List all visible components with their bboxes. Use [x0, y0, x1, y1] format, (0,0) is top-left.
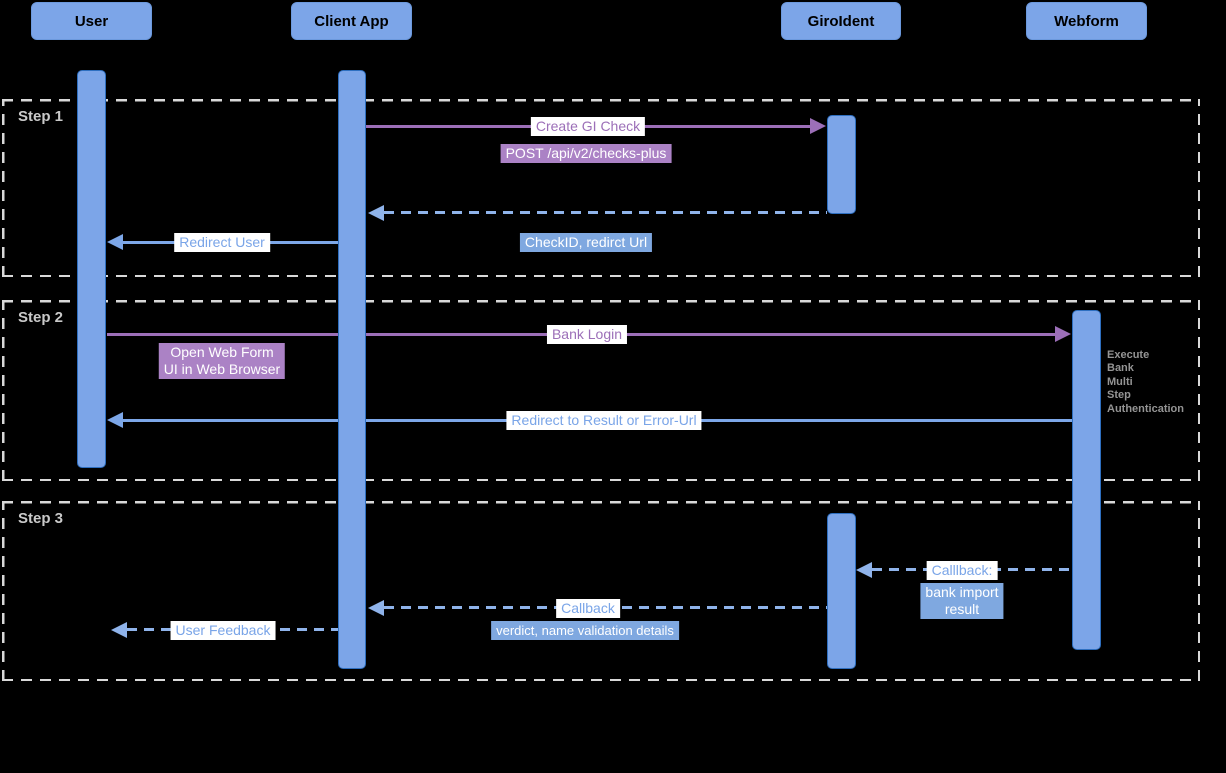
label-webform-note: Execute Bank Multi Step Authentication [1107, 349, 1184, 415]
arrowhead-bank-login [1055, 326, 1071, 342]
lifeline-webform [1072, 310, 1101, 650]
lifeline-giroident-step1 [827, 115, 856, 214]
label-bank-login: Bank Login [546, 325, 628, 344]
arrowhead-redirect-user [107, 234, 123, 250]
actor-giroident: GiroIdent [781, 2, 901, 40]
arrowhead-user-feedback [111, 622, 127, 638]
label-bank-login-note: Open Web Form UI in Web Browser [158, 343, 286, 379]
step3-label: Step 3 [18, 510, 64, 527]
label-giroident-callback: Callback [556, 599, 620, 618]
actor-user: User [31, 2, 152, 40]
actor-user-label: User [74, 12, 109, 30]
label-user-feedback: User Feedback [170, 621, 276, 640]
label-check-response-detail: CheckID, redirct Url [519, 233, 653, 252]
lifeline-giroident-step3 [827, 513, 856, 669]
actor-webform-label: Webform [1054, 12, 1119, 30]
arrowhead-webform-callback [856, 562, 872, 578]
label-webform-callback-detail: bank import result [920, 583, 1004, 619]
arrow-check-response [384, 211, 827, 214]
step2-label: Step 2 [18, 309, 64, 326]
actor-client-app-label: Client App [314, 12, 389, 30]
label-webform-callback: Calllback: [926, 561, 998, 580]
label-create-gi-check: Create GI Check [530, 117, 646, 136]
label-redirect-result: Redirect to Result or Error-Url [506, 411, 702, 430]
step3-frame: Step 3 [2, 501, 1200, 681]
arrowhead-giroident-callback [368, 600, 384, 616]
lifeline-user [77, 70, 106, 468]
arrowhead-check-response [368, 205, 384, 221]
label-create-gi-check-detail: POST /api/v2/checks-plus [500, 144, 672, 163]
arrowhead-redirect-result [107, 412, 123, 428]
label-redirect-user: Redirect User [174, 233, 270, 252]
label-giroident-callback-detail: verdict, name validation details [491, 621, 679, 640]
actor-client-app: Client App [291, 2, 412, 40]
actor-webform: Webform [1026, 2, 1147, 40]
actor-giroident-label: GiroIdent [807, 12, 875, 30]
arrowhead-create-gi-check [810, 118, 826, 134]
lifeline-client-app [338, 70, 366, 669]
step1-label: Step 1 [18, 108, 64, 125]
